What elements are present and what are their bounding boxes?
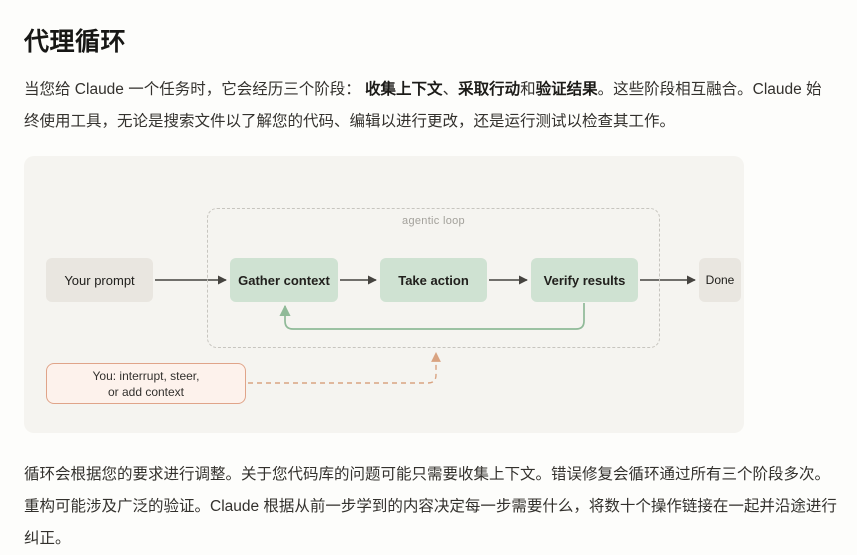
node-done: Done [699,258,741,302]
intro-bold-gather: 收集上下文 [365,81,443,98]
intro-text-lead: 当您给 Claude 一个任务时，它会经历三个阶段： [24,81,366,98]
page-title: 代理循环 [24,29,127,56]
outro-paragraph: 循环会根据您的要求进行调整。关于您代码库的问题可能只需要收集上下文。错误修复会循… [24,466,837,547]
intro-bold-verify: 验证结果 [535,81,598,98]
interrupt-note: You: interrupt, steer, or add context [46,363,246,404]
interrupt-arrow-icon [248,352,441,384]
interrupt-note-line1: You: interrupt, steer, [92,368,200,383]
intro-paragraph: 当您给 Claude 一个任务时，它会经历三个阶段： 收集上下文、采取行动和验证… [24,74,837,138]
intro-text-tail: 。这些阶段相互融合。Claude 始终使用工具，无论是搜索文件以了解您的代码、编… [24,81,822,130]
agentic-loop-boundary [207,208,660,348]
intro-separator-1: 、 [442,81,459,98]
node-gather-context: Gather context [230,258,338,302]
agentic-loop-label: agentic loop [402,215,465,227]
agentic-loop-diagram: agentic loop Your prompt Gather context … [24,156,744,433]
intro-bold-action: 采取行动 [458,81,521,98]
node-take-action: Take action [380,258,487,302]
node-verify-results: Verify results [531,258,638,302]
interrupt-note-line2: or add context [107,384,185,399]
node-your-prompt: Your prompt [46,258,153,302]
intro-separator-2: 和 [520,81,536,98]
